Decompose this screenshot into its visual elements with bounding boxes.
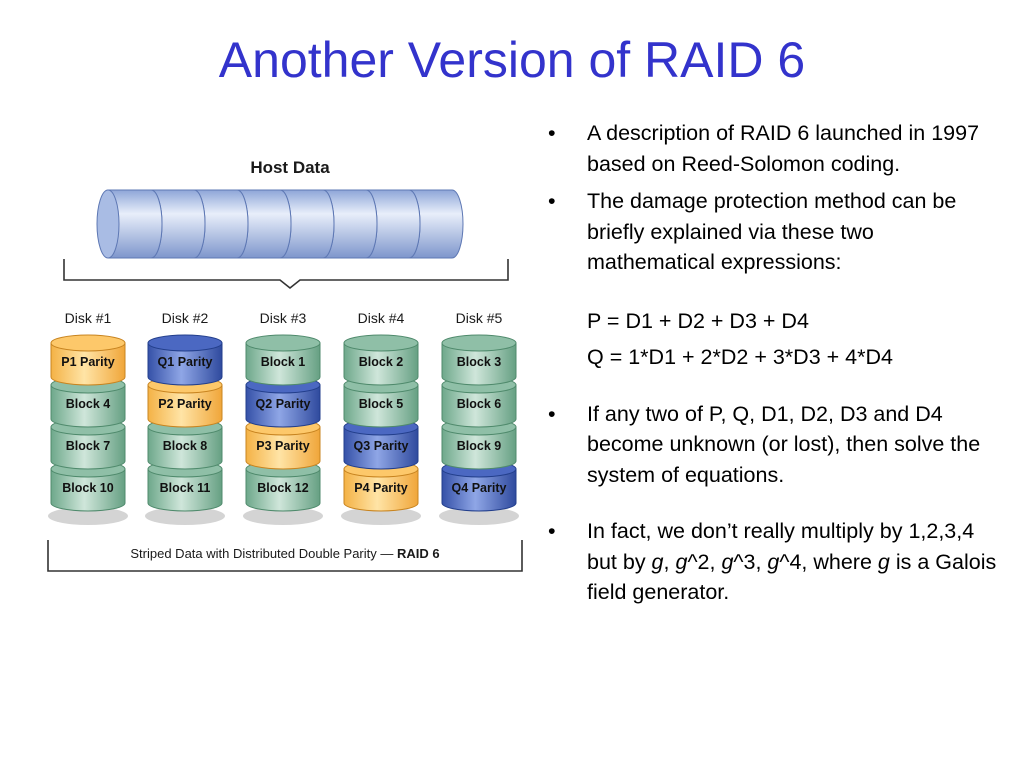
bullet-marker: • bbox=[548, 189, 556, 213]
disk-block: Q1 Parity bbox=[147, 334, 223, 386]
stack-shadow bbox=[439, 507, 519, 525]
block-label: Block 11 bbox=[160, 481, 211, 495]
bullet-marker: • bbox=[548, 121, 556, 145]
disk-block: P1 Parity bbox=[50, 334, 126, 386]
block-label: Block 10 bbox=[62, 481, 113, 495]
stack-shadow bbox=[243, 507, 323, 525]
block-label: Q3 Parity bbox=[354, 439, 409, 453]
disk-label: Disk #5 bbox=[456, 310, 503, 326]
host-cylinder bbox=[96, 189, 163, 259]
block-label: Block 1 bbox=[261, 355, 306, 369]
bullet-item: • If any two of P, Q, D1, D2, D3 and D4 … bbox=[548, 399, 998, 491]
bullet-item: • The damage protection method can be br… bbox=[548, 186, 998, 278]
g-symbol: g bbox=[675, 549, 688, 574]
text-run: ^2, bbox=[687, 549, 722, 574]
bullet-text: If any two of P, Q, D1, D2, D3 and D4 be… bbox=[587, 401, 981, 487]
disk-block: Block 2 bbox=[343, 334, 419, 386]
block-label: P2 Parity bbox=[158, 397, 212, 411]
disk-label: Disk #3 bbox=[260, 310, 307, 326]
text-run: , bbox=[663, 549, 676, 574]
text-run: is a Galois field generator. bbox=[587, 549, 997, 605]
host-bracket bbox=[63, 259, 509, 290]
disk-labels: Disk #1 Disk #2 Disk #3 Disk #4 Disk #5 bbox=[65, 310, 503, 326]
text-run: ^4, where bbox=[779, 549, 878, 574]
g-symbol: g bbox=[721, 549, 734, 574]
block-label: Block 2 bbox=[359, 355, 404, 369]
disk-label: Disk #4 bbox=[358, 310, 405, 326]
array-bracket bbox=[47, 540, 523, 572]
g-symbol: g bbox=[767, 549, 780, 574]
block-label: Q2 Parity bbox=[256, 397, 311, 411]
g-symbol: g bbox=[877, 549, 890, 574]
block-label: P1 Parity bbox=[61, 355, 115, 369]
stack-shadow bbox=[48, 507, 128, 525]
block-label: Block 7 bbox=[66, 439, 111, 453]
block-label: P4 Parity bbox=[354, 481, 408, 495]
bullet-list: • A description of RAID 6 launched in 19… bbox=[548, 118, 998, 608]
block-label: Q1 Parity bbox=[158, 355, 213, 369]
bullet-text: A description of RAID 6 launched in 1997… bbox=[587, 121, 980, 176]
bullet-marker: • bbox=[548, 519, 556, 543]
array-caption-main: Striped Data with Distributed Double Par… bbox=[130, 546, 397, 561]
disk-block: Block 1 bbox=[245, 334, 321, 386]
block-label: Block 6 bbox=[457, 397, 502, 411]
stack-shadow bbox=[341, 507, 421, 525]
bullet-item: • In fact, we don’t really multiply by 1… bbox=[548, 516, 998, 608]
block-label: Block 5 bbox=[359, 397, 404, 411]
block-label: Block 4 bbox=[66, 397, 111, 411]
equation-p: P = D1 + D2 + D3 + D4 bbox=[587, 308, 809, 333]
slide-title: Another Version of RAID 6 bbox=[218, 32, 806, 88]
host-data-cylinders bbox=[96, 189, 464, 259]
bullet-item: • A description of RAID 6 launched in 19… bbox=[548, 118, 998, 179]
disk-block: Block 8 bbox=[147, 418, 223, 470]
disk-block: Block 3 bbox=[441, 334, 517, 386]
disk-label: Disk #1 bbox=[65, 310, 112, 326]
bullet-text: In fact, we don’t really multiply by 1,2… bbox=[587, 519, 996, 604]
array-caption-bold: RAID 6 bbox=[397, 546, 440, 561]
block-label: Block 9 bbox=[457, 439, 502, 453]
block-label: P3 Parity bbox=[256, 439, 310, 453]
block-label: Block 3 bbox=[457, 355, 502, 369]
stack-shadow bbox=[145, 507, 225, 525]
bullet-marker: • bbox=[548, 401, 556, 426]
block-label: Block 8 bbox=[163, 439, 208, 453]
text-run: In fact, we don’t really multiply by 1,2… bbox=[587, 519, 975, 574]
array-caption: Striped Data with Distributed Double Par… bbox=[130, 546, 439, 561]
block-label: Q4 Parity bbox=[452, 481, 507, 495]
equation-q: Q = 1*D1 + 2*D2 + 3*D3 + 4*D4 bbox=[587, 345, 893, 369]
disk-label: Disk #2 bbox=[162, 310, 209, 326]
bullet-text: The damage protection method can be brie… bbox=[587, 189, 957, 274]
text-run: ^3, bbox=[733, 549, 768, 574]
block-label: Block 12 bbox=[257, 481, 308, 495]
host-data-title: Host Data bbox=[250, 158, 330, 177]
g-symbol: g bbox=[651, 549, 664, 574]
disk-block: Q4 Parity bbox=[441, 460, 517, 512]
